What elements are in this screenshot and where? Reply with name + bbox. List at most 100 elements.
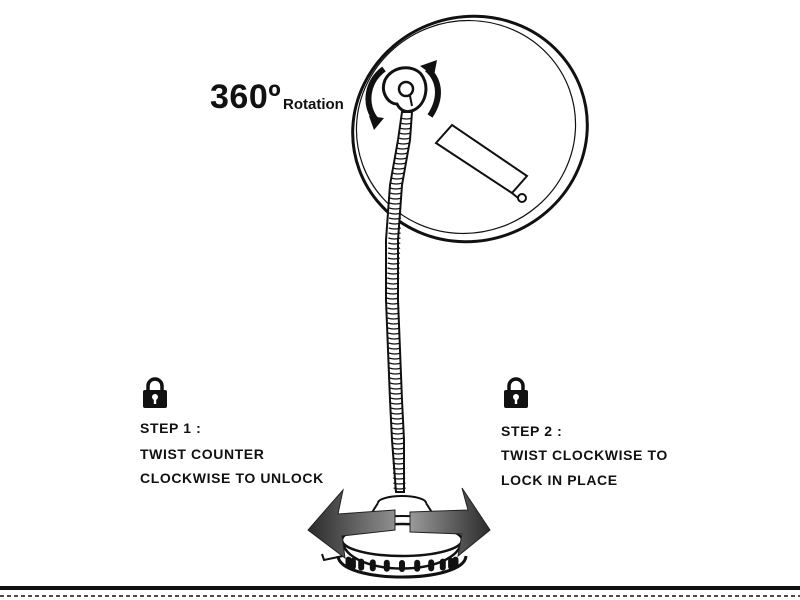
twist-arrow-right <box>409 487 491 558</box>
gooseneck-coil <box>393 482 406 485</box>
gooseneck-coil <box>398 137 411 140</box>
rotation-arrows <box>365 60 441 130</box>
gooseneck-coil <box>388 337 401 340</box>
gooseneck-coil <box>386 287 400 290</box>
gooseneck-coil <box>389 382 403 385</box>
padlock-icon <box>504 377 528 408</box>
gooseneck-coil <box>399 122 413 125</box>
ball-joint <box>382 66 428 114</box>
gooseneck-coil <box>394 157 407 160</box>
gooseneck-coil <box>388 232 401 235</box>
gooseneck-coil <box>387 317 400 320</box>
gooseneck-coil <box>392 457 405 460</box>
gooseneck-coil <box>389 202 402 205</box>
rotation-degrees: 360º <box>210 78 282 116</box>
gooseneck-coil <box>392 452 405 455</box>
base-slot <box>369 559 376 572</box>
gooseneck-coil <box>388 342 401 345</box>
gooseneck-coil <box>387 257 400 260</box>
gooseneck-coil <box>398 132 412 135</box>
step1-line-1: TWIST COUNTER <box>140 446 265 462</box>
gooseneck-coil <box>386 282 400 285</box>
gooseneck-coil <box>392 467 406 470</box>
gooseneck-coil <box>399 127 412 130</box>
gooseneck-coil <box>387 277 400 280</box>
gooseneck-coil <box>391 422 404 425</box>
gooseneck-coil <box>390 402 403 405</box>
gooseneck-coil <box>391 172 405 175</box>
suction-base <box>321 495 468 579</box>
rotation-label: Rotation <box>283 96 344 113</box>
base-slot <box>452 556 459 569</box>
gooseneck-coil <box>389 192 402 195</box>
gooseneck-coil <box>388 227 401 230</box>
gooseneck-coil <box>392 167 406 170</box>
gooseneck-coil <box>390 412 404 415</box>
step1-line-2: CLOCKWISE TO UNLOCK <box>140 470 324 486</box>
step1-title: STEP 1 : <box>140 420 202 436</box>
gooseneck-coils <box>386 117 413 490</box>
gooseneck-coil <box>389 377 402 380</box>
gooseneck-coil <box>395 152 408 155</box>
gooseneck-coil <box>386 302 400 305</box>
gooseneck-coil <box>388 357 402 360</box>
gooseneck-coil <box>387 247 401 250</box>
base-slot <box>383 559 390 572</box>
base-slot <box>439 558 446 571</box>
mirror-back-arm <box>434 123 529 203</box>
gooseneck-coil <box>391 437 405 440</box>
step2-line-1: TWIST CLOCKWISE TO <box>501 447 668 463</box>
gooseneck-coil <box>388 242 401 245</box>
gooseneck-coil <box>388 347 401 350</box>
gooseneck-coil <box>389 197 402 200</box>
base-slot <box>358 558 365 571</box>
gooseneck-coil <box>387 307 400 310</box>
gooseneck-coil <box>388 217 402 220</box>
gooseneck-coil <box>387 312 400 315</box>
step2-line-2: LOCK IN PLACE <box>501 472 618 488</box>
gooseneck-coil <box>386 297 399 300</box>
gooseneck-coil <box>390 392 403 395</box>
gooseneck-coil <box>386 292 399 295</box>
gooseneck-coil <box>391 447 405 450</box>
gooseneck-coil <box>387 322 400 325</box>
gooseneck-coil <box>387 252 401 255</box>
gooseneck-coil <box>389 187 403 190</box>
gooseneck-coil <box>390 417 404 420</box>
gooseneck-coil <box>389 367 402 370</box>
gooseneck-coil <box>387 267 400 270</box>
gooseneck-coil <box>392 462 405 465</box>
gooseneck-coil <box>390 407 403 410</box>
gooseneck-coil <box>388 212 402 215</box>
gooseneck-coil <box>390 397 403 400</box>
gooseneck-coil <box>390 182 403 185</box>
twist-arrow-left <box>307 488 396 560</box>
gooseneck-coil <box>393 477 406 480</box>
gooseneck-coil <box>397 142 410 145</box>
step2-title: STEP 2 : <box>501 423 563 439</box>
gooseneck-coil <box>392 472 406 475</box>
gooseneck-coil <box>400 117 413 120</box>
gooseneck-coil <box>387 262 400 265</box>
gooseneck-coil <box>390 177 404 180</box>
gooseneck-coil <box>388 352 402 355</box>
base-grip-slots <box>345 556 459 572</box>
gooseneck-coil <box>387 327 401 330</box>
gooseneck-coil <box>393 487 406 490</box>
gooseneck-coil <box>388 222 402 225</box>
gooseneck-coil <box>387 332 401 335</box>
bottom-frame <box>0 586 800 597</box>
base-slot <box>414 559 421 572</box>
gooseneck-coil <box>389 207 402 210</box>
gooseneck-coil <box>396 147 409 150</box>
gooseneck-coil <box>389 387 403 390</box>
gooseneck-coil <box>391 432 404 435</box>
gooseneck <box>385 111 414 493</box>
gooseneck-coil <box>391 442 405 445</box>
gooseneck-coil <box>393 162 407 165</box>
base-slot <box>349 557 356 570</box>
base-slot <box>428 559 435 572</box>
padlock-icon <box>143 377 167 408</box>
gooseneck-coil <box>388 237 401 240</box>
